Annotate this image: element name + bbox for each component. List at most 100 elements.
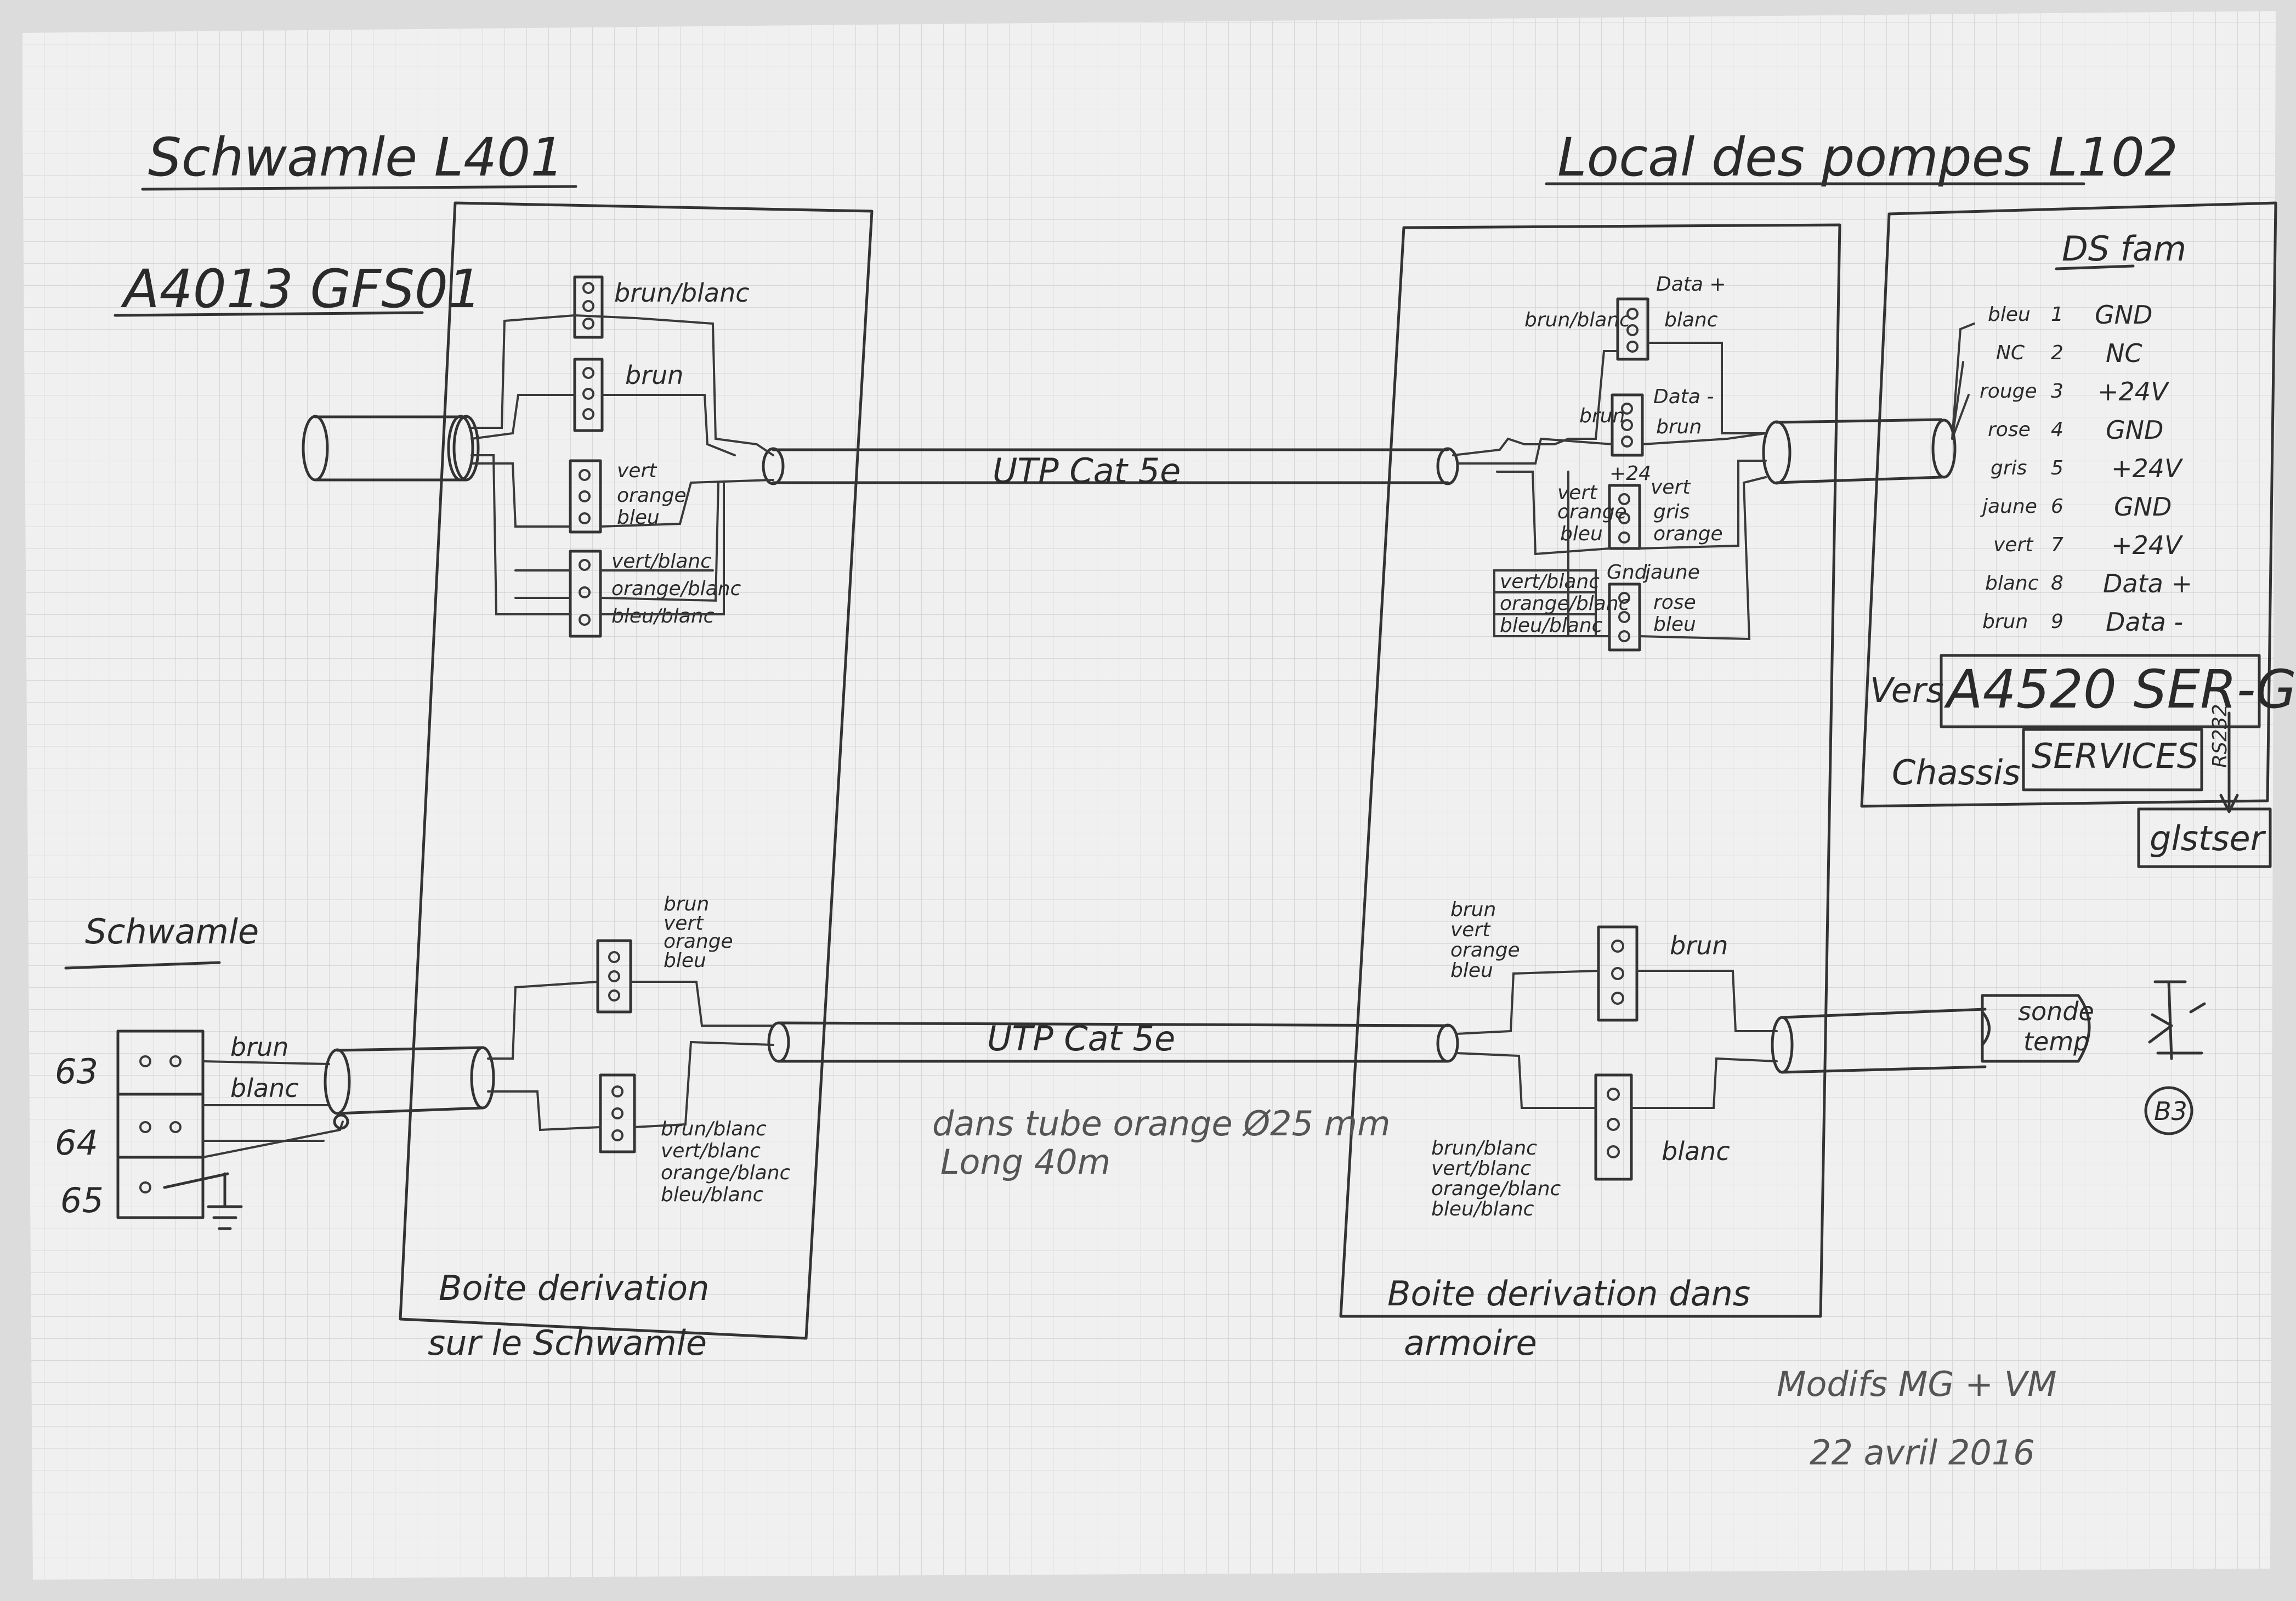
row-color: gris [1991, 457, 2027, 479]
row-pin: 4 [2051, 418, 2063, 441]
rs232-label: RS232 [2209, 704, 2231, 768]
right-top-t1-right-2: blanc [1664, 309, 1718, 331]
ds-fam-row: jaune 6 GND [1980, 492, 2172, 522]
right-bottom-t1-left-2: vert [1450, 919, 1491, 941]
device-left-underline [114, 311, 424, 317]
sensor-label-2: temp [2023, 1027, 2089, 1056]
right-top-t3-right-3: orange [1653, 523, 1723, 545]
tag-circle [2144, 1086, 2193, 1135]
vers-label: Vers [1870, 670, 1944, 710]
device-left-label: A4013 GFS01 [120, 258, 481, 320]
left-box-caption-1: Boite derivation [439, 1268, 710, 1308]
ds-fam-title-underline [2055, 264, 2135, 270]
right-top-t3-left-1: vert [1557, 482, 1598, 504]
left-bottom-t1-3: orange [664, 930, 733, 953]
row-pin: 1 [2051, 303, 2063, 326]
ds-fam-box [1860, 201, 2277, 808]
title-left-underline [141, 185, 577, 191]
ds-fam-row: gris 5 +24V [1991, 454, 2184, 483]
glstser-label: glstser [2150, 818, 2266, 858]
row-color: jaune [1980, 495, 2037, 518]
right-top-t3-right-2: gris [1653, 501, 1690, 523]
row-pin: 8 [2051, 572, 2063, 595]
schwamle-terminal-strip [116, 1029, 205, 1219]
left-bottom-terminal-2 [599, 1073, 636, 1153]
right-top-t3-right-1: vert [1651, 476, 1691, 499]
cable-note-2: Long 40m [940, 1142, 1110, 1182]
schwamle-bottom-title: Schwamle [85, 912, 259, 952]
ds-fam-fanout [1951, 323, 1975, 440]
utp-cable-top [762, 447, 1459, 485]
row-color: rose [1988, 418, 2031, 441]
utp-label-bottom: UTP Cat 5e [987, 1019, 1175, 1059]
schwamle-wires [202, 1060, 344, 1158]
ground-symbol [163, 1172, 243, 1230]
right-top-terminal-1 [1616, 297, 1649, 361]
right-top-t3-left-3: bleu [1560, 523, 1603, 545]
left-top-wiring [470, 314, 774, 615]
row-signal: +24V [2097, 377, 2170, 406]
a4013-cable-connector [302, 415, 480, 482]
row-pin: 5 [2051, 457, 2063, 479]
left-top-t3-label-1: vert [617, 460, 657, 482]
row-signal: NC [2106, 338, 2142, 368]
right-bottom-wiring [1455, 970, 1778, 1109]
right-top-terminal-2 [1611, 393, 1644, 457]
left-bottom-t1-2: vert [664, 912, 704, 935]
right-bottom-t1-left-3: orange [1450, 939, 1520, 961]
temp-sensor [1981, 994, 2091, 1063]
terminal-63: 63 [55, 1051, 98, 1091]
right-top-t2-right-2: brun [1656, 416, 1702, 438]
title-right: Local des pompes L102 [1557, 127, 2178, 188]
row-color: vert [1993, 534, 2034, 556]
right-bottom-t1-left-4: bleu [1450, 959, 1493, 982]
left-top-t4-label-2: orange/blanc [611, 578, 741, 600]
left-top-t2-label: brun [625, 360, 683, 390]
ds-fam-rows: bleu 1 GND NC 2 NC rouge 3 +24V rose 4 G… [1980, 300, 2192, 637]
ds-fam-title: DS fam [2062, 229, 2186, 269]
terminal-65: 65 [60, 1180, 104, 1220]
left-bottom-terminal-1 [596, 939, 632, 1014]
right-top-t4-left-1: vert/blanc [1500, 570, 1600, 593]
sensor-cable [1771, 1008, 1987, 1074]
right-bottom-t1-left-1: brun [1450, 898, 1496, 921]
sensor-label-1: sonde [2018, 997, 2094, 1026]
right-bottom-t2-left-3: orange/blanc [1431, 1178, 1561, 1200]
row-pin: 3 [2051, 380, 2063, 403]
left-box-caption-2: sur le Schwamle [428, 1323, 707, 1363]
row-signal: +24V [2111, 454, 2184, 483]
schwamle-bottom-cable [324, 1046, 495, 1130]
right-top-t2-left: brun [1579, 405, 1625, 427]
signature-line-1: Modifs MG + VM [1777, 1364, 2057, 1404]
left-top-t3-label-2: orange [617, 484, 687, 507]
paper-grid [22, 11, 2276, 1580]
right-bottom-terminal-1 [1597, 925, 1639, 1022]
right-top-wiring [1452, 342, 1767, 641]
chassis-box [2022, 728, 2203, 791]
schwamle-bottom-underline [64, 961, 221, 970]
right-bottom-terminal-2 [1594, 1073, 1633, 1181]
row-signal: Data + [2103, 569, 2192, 598]
row-signal: Data - [2106, 607, 2183, 637]
row-pin: 6 [2051, 495, 2063, 518]
left-top-terminal-3 [569, 459, 602, 534]
right-top-t4-left-2: orange/blanc [1500, 592, 1630, 615]
sensor-tag: B3 [2154, 1096, 2187, 1126]
right-top-t4-left-table [1493, 569, 1597, 637]
ds-fam-row: blanc 8 Data + [1985, 569, 2192, 598]
ds-fam-row: vert 7 +24V [1993, 530, 2184, 560]
right-bottom-t1-right: brun [1670, 931, 1728, 960]
right-top-t4-right-2: bleu [1653, 613, 1696, 636]
vers-target: A4520 SER-GFS01 [1943, 659, 2296, 720]
left-top-terminal-1 [573, 275, 604, 339]
schwamle-wire-1: brun [230, 1032, 288, 1062]
left-top-t1-label: brun/blanc [614, 278, 750, 308]
left-top-t4-label-1: vert/blanc [611, 550, 711, 573]
ds-fam-row: bleu 1 GND [1988, 300, 2152, 330]
right-bottom-t2-right: blanc [1662, 1136, 1730, 1166]
left-bottom-t2-1: brun/blanc [661, 1118, 767, 1140]
ds-fam-cable [1762, 418, 1957, 485]
right-top-terminal-3 [1608, 484, 1641, 550]
right-top-t1-right-1: Data + [1656, 273, 1726, 296]
